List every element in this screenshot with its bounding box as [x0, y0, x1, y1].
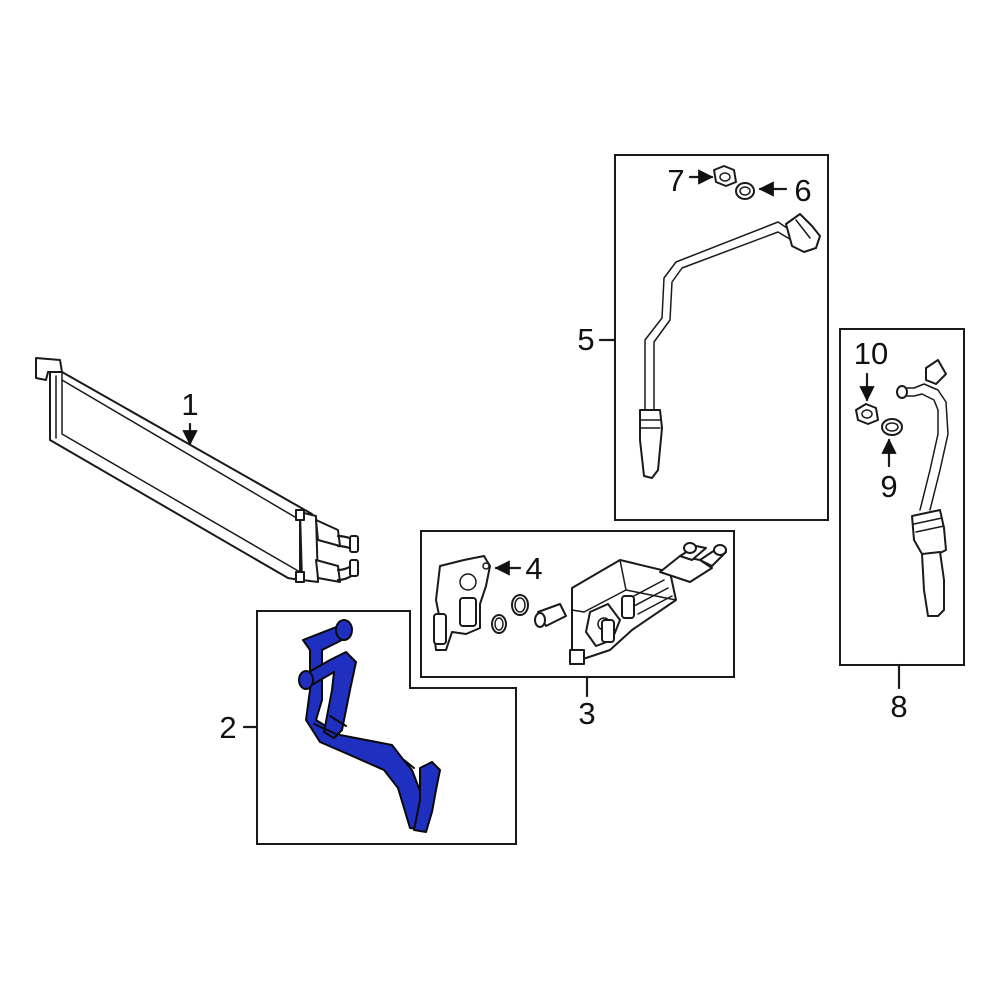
- callout-1: 1: [181, 387, 198, 422]
- callout-10: 10: [854, 336, 888, 371]
- frame-2: [256, 610, 517, 845]
- part-1-oil-cooler[interactable]: [35, 357, 360, 583]
- part-10-nut[interactable]: [855, 403, 879, 425]
- frame-8: [839, 328, 965, 666]
- callout-7: 7: [667, 163, 684, 198]
- part-5-cooler-pipe[interactable]: [639, 213, 821, 479]
- part-6-washer[interactable]: [735, 182, 755, 200]
- part-8-coolant-hose[interactable]: [896, 359, 949, 617]
- part-2-cooler-tube[interactable]: [298, 619, 441, 833]
- frame-5: [614, 154, 829, 521]
- callout-3: 3: [578, 696, 595, 731]
- part-7-nut[interactable]: [713, 165, 737, 187]
- part-3-oil-cooler-assembly[interactable]: [433, 542, 727, 665]
- callout-6: 6: [794, 173, 811, 208]
- callout-2: 2: [219, 710, 236, 745]
- callout-5: 5: [577, 322, 594, 357]
- part-9-washer[interactable]: [881, 418, 903, 436]
- callout-9: 9: [880, 469, 897, 504]
- callout-4: 4: [525, 551, 542, 586]
- callout-8: 8: [890, 689, 907, 724]
- frame-3: [420, 530, 735, 678]
